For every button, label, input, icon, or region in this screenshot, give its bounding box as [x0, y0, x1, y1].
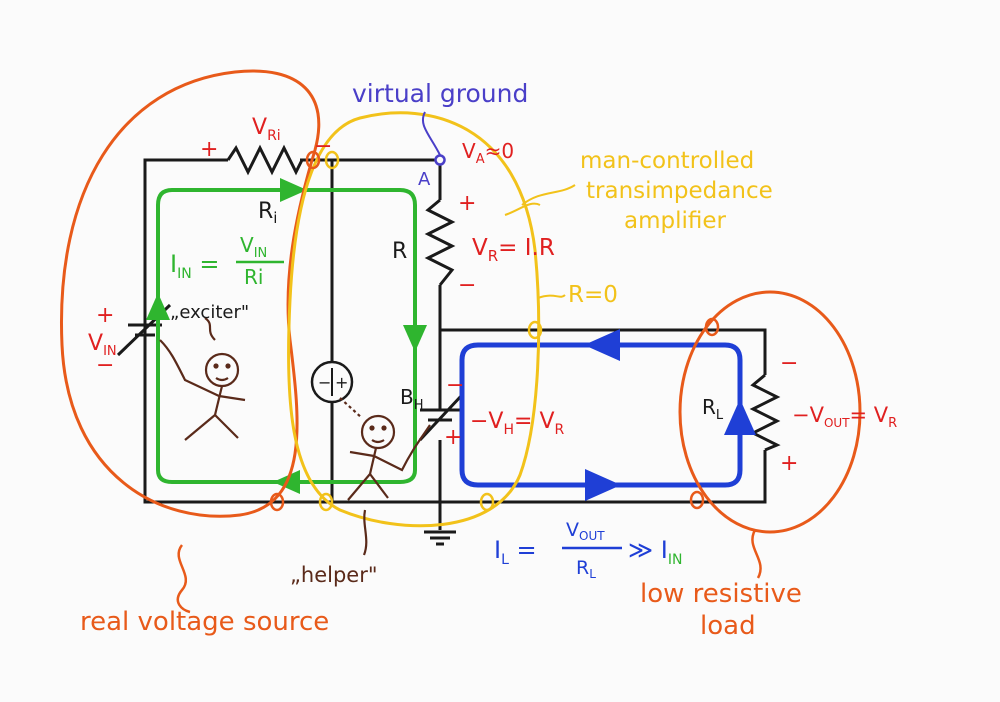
ri-plus-sign: + — [200, 137, 218, 162]
transimpedance-amplifier-outline — [286, 111, 541, 528]
helper-label: „helper" — [290, 563, 378, 587]
node-a — [434, 154, 446, 166]
vin-minus-sign: − — [96, 353, 114, 378]
real-voltage-source-label: real voltage source — [80, 607, 329, 637]
iin-lhs: IIN = — [170, 250, 219, 282]
bh-minus-sign: − — [446, 373, 464, 398]
vri-label: VRi — [252, 115, 281, 144]
man-controlled-line3: amplifier — [624, 208, 727, 234]
rl-label: RL — [702, 395, 724, 423]
exciter-figure — [159, 317, 246, 441]
ground-symbol — [424, 530, 456, 546]
ri-label: Ri — [258, 199, 277, 227]
svg-text:+: + — [335, 373, 348, 392]
bh-label: BH — [400, 385, 424, 413]
man-controlled-line2: transimpedance — [586, 178, 773, 204]
rl-minus-sign: − — [780, 351, 798, 376]
r-zero-label: R=0 — [568, 282, 618, 308]
iin-numerator: VIN — [240, 233, 267, 261]
r-plus-sign: + — [458, 191, 476, 216]
vout-equation: −VOUT= VR — [792, 403, 897, 431]
va-label: VA≈0 — [462, 139, 514, 167]
resistor-ri — [226, 144, 304, 176]
ri-minus-sign: − — [314, 134, 332, 159]
resistor-rl — [749, 373, 781, 452]
vin-plus-sign: + — [96, 303, 114, 328]
il-lhs: IL = — [494, 536, 537, 568]
il-numerator: VOUT — [566, 519, 605, 543]
battery-bh — [418, 393, 464, 442]
low-resistive-label-line1: low resistive — [640, 579, 802, 609]
helper-current-source: − + — [310, 360, 354, 404]
node-a-label: A — [418, 169, 431, 190]
man-controlled-line1: man-controlled — [580, 148, 754, 174]
r-minus-sign: − — [458, 273, 476, 298]
vr-equation: VR= I.R — [472, 235, 555, 265]
iin-denominator: Ri — [244, 265, 263, 289]
low-resistive-label-line2: load — [700, 611, 756, 641]
svg-text:−: − — [318, 373, 331, 392]
vin-label: VIN — [88, 331, 117, 359]
il-denominator: RL — [576, 557, 596, 581]
vh-equation: −VH= VR — [470, 409, 565, 438]
low-resistive-load-outline — [678, 290, 862, 534]
resistor-r — [424, 198, 456, 286]
rl-plus-sign: + — [780, 451, 798, 476]
input-current-loop — [156, 188, 417, 484]
bh-plus-sign: + — [444, 425, 462, 450]
virtual-ground-label: virtual ground — [352, 79, 528, 108]
load-current-loop — [459, 342, 743, 488]
intersection-marks — [269, 150, 720, 512]
il-comparison: ≫ IIN — [628, 536, 682, 568]
exciter-label: „exciter" — [170, 302, 249, 323]
r-label: R — [392, 239, 407, 264]
helper-figure — [339, 397, 431, 556]
